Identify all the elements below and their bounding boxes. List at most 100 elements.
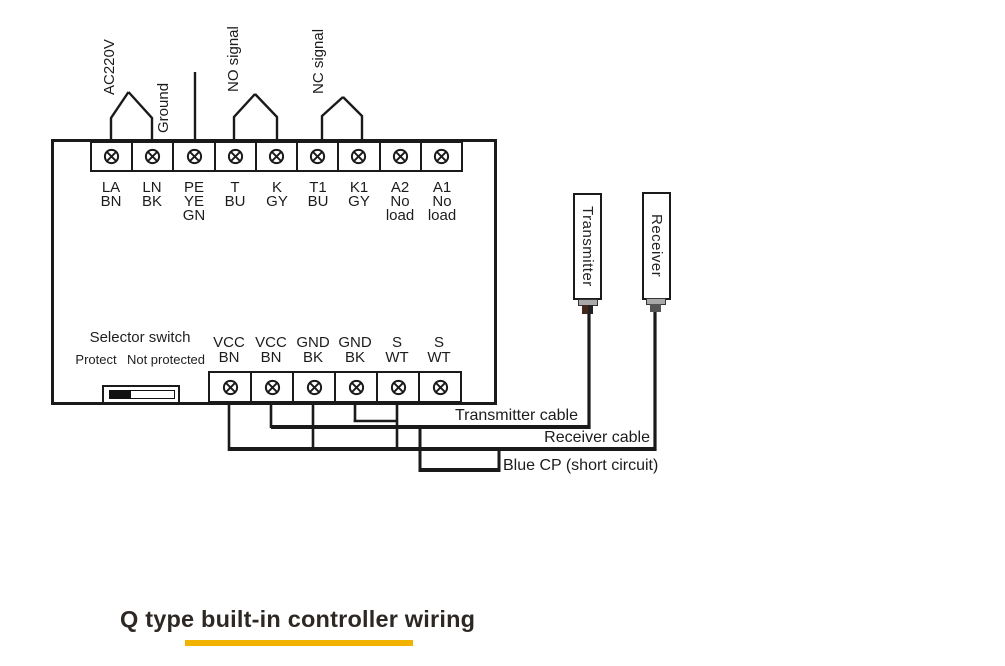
terminal-cell xyxy=(292,371,336,403)
screw-icon xyxy=(104,148,120,165)
title-underline xyxy=(185,640,413,646)
selector-option-protect: Protect xyxy=(75,352,117,367)
screw-icon xyxy=(433,148,449,165)
screw-icon xyxy=(264,379,280,395)
terminal-label-line: BK xyxy=(344,348,365,366)
transmitter-box: Transmitter xyxy=(573,193,602,300)
terminal-label-line: LA xyxy=(101,179,121,196)
selector-switch-slider[interactable] xyxy=(109,390,175,399)
no-signal-label: NO signal xyxy=(225,26,242,92)
terminal-label-line: load xyxy=(427,207,457,224)
screw-icon xyxy=(186,148,202,165)
screw-icon xyxy=(268,148,285,165)
receiver-cable-label: Receiver cable xyxy=(544,429,650,446)
terminal-label-line: GND xyxy=(338,334,372,351)
terminal-label-line: LN xyxy=(142,179,162,196)
screw-icon xyxy=(227,148,243,165)
terminal-cell xyxy=(418,371,462,403)
selector-switch[interactable] xyxy=(102,385,180,404)
terminal-label-line: VCC xyxy=(255,334,287,351)
terminal-cell xyxy=(376,371,420,403)
terminal-cell xyxy=(208,371,252,403)
terminal-label-line: BK xyxy=(141,193,162,210)
terminal-label-line: K1 xyxy=(349,179,369,196)
terminal-label-line: load xyxy=(385,207,415,224)
screw-icon xyxy=(222,379,238,395)
transmitter-cable-label: Transmitter cable xyxy=(455,407,578,424)
terminal-label-line: BU xyxy=(307,193,329,210)
terminal-label-line: WT xyxy=(427,348,451,366)
transmitter-label: Transmitter xyxy=(579,206,596,287)
terminal-label-line: YE xyxy=(183,193,204,210)
receiver-box: Receiver xyxy=(642,192,671,300)
ground-label: Ground xyxy=(155,82,172,133)
terminal-cell xyxy=(250,371,294,403)
terminal-cell xyxy=(337,141,381,172)
screw-icon xyxy=(145,148,161,165)
screw-icon xyxy=(351,148,367,165)
controller-box xyxy=(51,139,497,405)
terminal-label-line: GND xyxy=(296,334,330,351)
terminal-cell xyxy=(334,371,378,403)
selector-switch-label: Selector switch xyxy=(89,329,191,346)
terminal-label-line: No xyxy=(432,193,452,210)
terminal-cell xyxy=(378,141,422,172)
terminal-cell xyxy=(213,141,257,172)
top-terminal-strip xyxy=(90,141,463,172)
terminal-label-line: BU xyxy=(224,193,246,210)
terminal-label-line: WT xyxy=(385,348,409,366)
diagram-title: Q type built-in controller wiring xyxy=(120,606,476,632)
blue-cp-label: Blue CP (short circuit) xyxy=(503,457,659,474)
screw-icon xyxy=(392,148,408,165)
terminal-label-line: GY xyxy=(266,193,288,210)
screw-icon xyxy=(432,379,448,395)
screw-icon xyxy=(348,379,364,395)
terminal-label-line: BK xyxy=(302,348,323,366)
terminal-cell xyxy=(90,141,134,172)
terminal-cell xyxy=(172,141,216,172)
terminal-cell xyxy=(254,141,299,172)
ac220v-label: AC220V xyxy=(101,39,118,95)
terminal-label-line: BN xyxy=(100,193,122,210)
screw-icon xyxy=(390,379,406,395)
terminal-label-line: No xyxy=(390,193,410,210)
terminal-label-line: BN xyxy=(218,348,240,366)
terminal-label-line: BN xyxy=(260,348,282,366)
terminal-label-line: VCC xyxy=(213,334,245,351)
nc-signal-label: NC signal xyxy=(310,28,327,94)
terminal-cell xyxy=(296,141,340,172)
terminal-label-line: GY xyxy=(348,193,370,210)
receiver-cable-stub xyxy=(650,304,661,312)
terminal-label-line: K xyxy=(271,179,282,196)
terminal-label-line: A1 xyxy=(432,179,452,196)
selector-option-not-protected: Not protected xyxy=(126,352,206,367)
terminal-label-line: S xyxy=(433,334,444,351)
terminal-label-line: A2 xyxy=(390,179,410,196)
terminal-label-line: T xyxy=(230,179,240,196)
screw-icon xyxy=(306,379,322,395)
terminal-label-line: S xyxy=(391,334,402,351)
terminal-cell xyxy=(131,141,175,172)
screw-icon xyxy=(310,148,326,165)
transmitter-cable-stub xyxy=(582,305,593,314)
receiver-label: Receiver xyxy=(648,214,665,278)
terminal-label-line: T1 xyxy=(309,179,327,196)
terminal-label-line: GN xyxy=(182,207,206,224)
terminal-label-line: PE xyxy=(183,179,204,196)
